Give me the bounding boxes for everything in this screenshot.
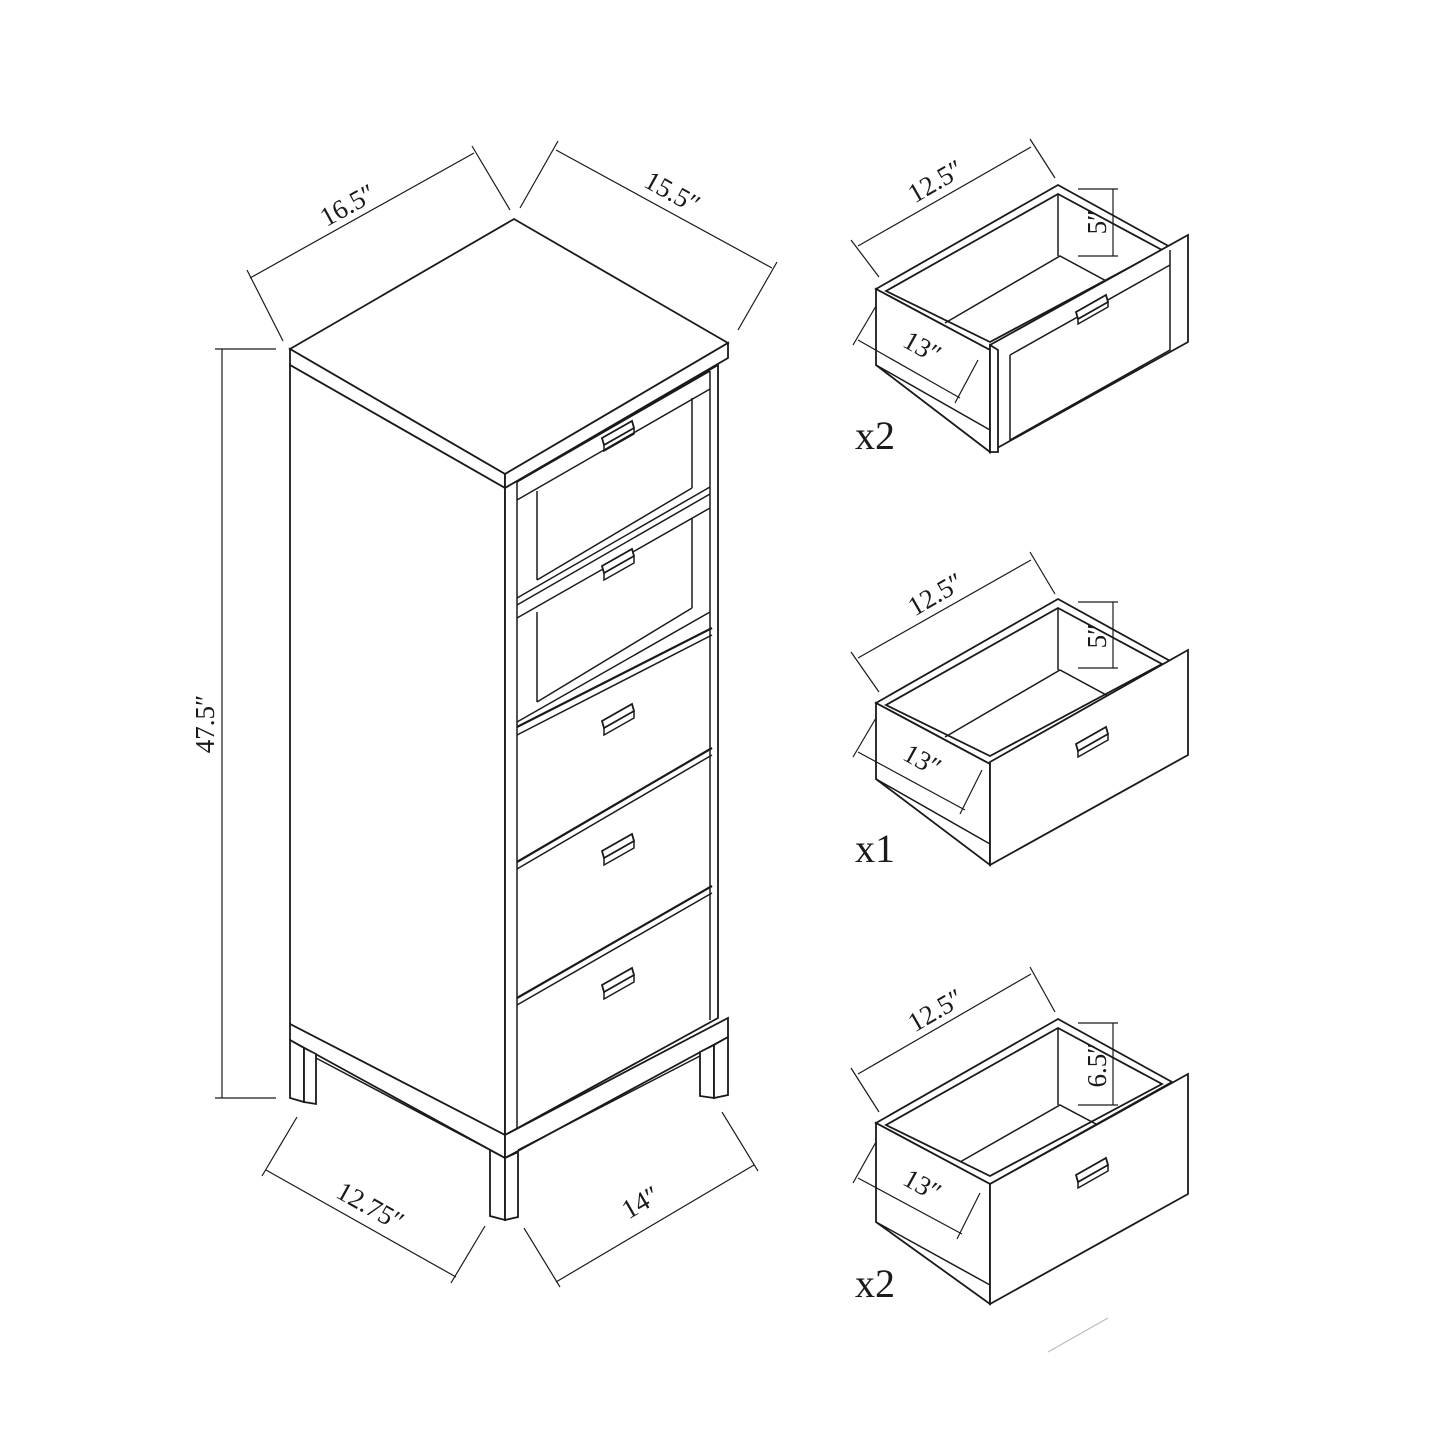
dresser-top-right-edge [504,341,729,490]
dimension-bottom-right: 14″ [523,1111,759,1288]
top-width-label: 16.5″ [315,178,381,233]
drawer-handle-icon [600,832,636,867]
dresser-leg [489,1148,506,1222]
drawer-handle-icon [600,419,636,453]
dresser-base [289,1016,729,1222]
drawer-divider-4 [516,747,713,863]
bottom-right-label: 14″ [616,1180,664,1225]
dresser-leg [289,1038,305,1104]
drawer-front-1 [516,370,711,599]
top-depth-label: 15.5″ [640,165,706,220]
drawer-3-height-dimension: 6.5″ [1078,1022,1118,1106]
drawer-3-quantity: x2 [855,1261,895,1306]
drawer-1-height-dimension: 5″ [1078,188,1118,257]
dresser-left-side-panel [289,363,506,1137]
dresser: 16.5″ 15.5″ 47.5″ 12.75″ 14″ [190,140,778,1288]
drawer-detail-2: 12.5″ 5″ 13″ x1 [850,551,1189,871]
height-label: 47.5″ [190,695,220,754]
drawer-2-height-dimension: 5″ [1078,601,1118,669]
bottom-left-label: 12.75″ [332,1176,410,1237]
drawer-handle-icon [600,702,636,737]
drawer-2-height-label: 5″ [1082,624,1112,649]
dimension-bottom-left: 12.75″ [261,1116,486,1284]
drawer-3-height-label: 6.5″ [1082,1043,1112,1088]
drawer-detail-3: 12.5″ 6.5″ 13″ x2 [850,966,1189,1306]
drawer-1-quantity: x2 [855,413,895,458]
drawer-handle-icon [600,547,636,582]
dresser-leg [699,1043,715,1100]
drawer-divider-5 [516,885,713,999]
drawer-1-height-label: 5″ [1082,210,1112,235]
stray-mark [1047,1317,1109,1353]
drawer-handle-icon [600,966,636,1001]
drawer-1-width-label: 12.5″ [903,154,969,209]
drawer-2-quantity: x1 [855,826,895,871]
drawer-divider-3 [516,627,713,728]
dimension-height: 47.5″ [190,348,276,1099]
dresser-front-frame [504,363,719,1137]
drawer-detail-1: 12.5″ 5″ 13″ x2 [850,138,1189,458]
